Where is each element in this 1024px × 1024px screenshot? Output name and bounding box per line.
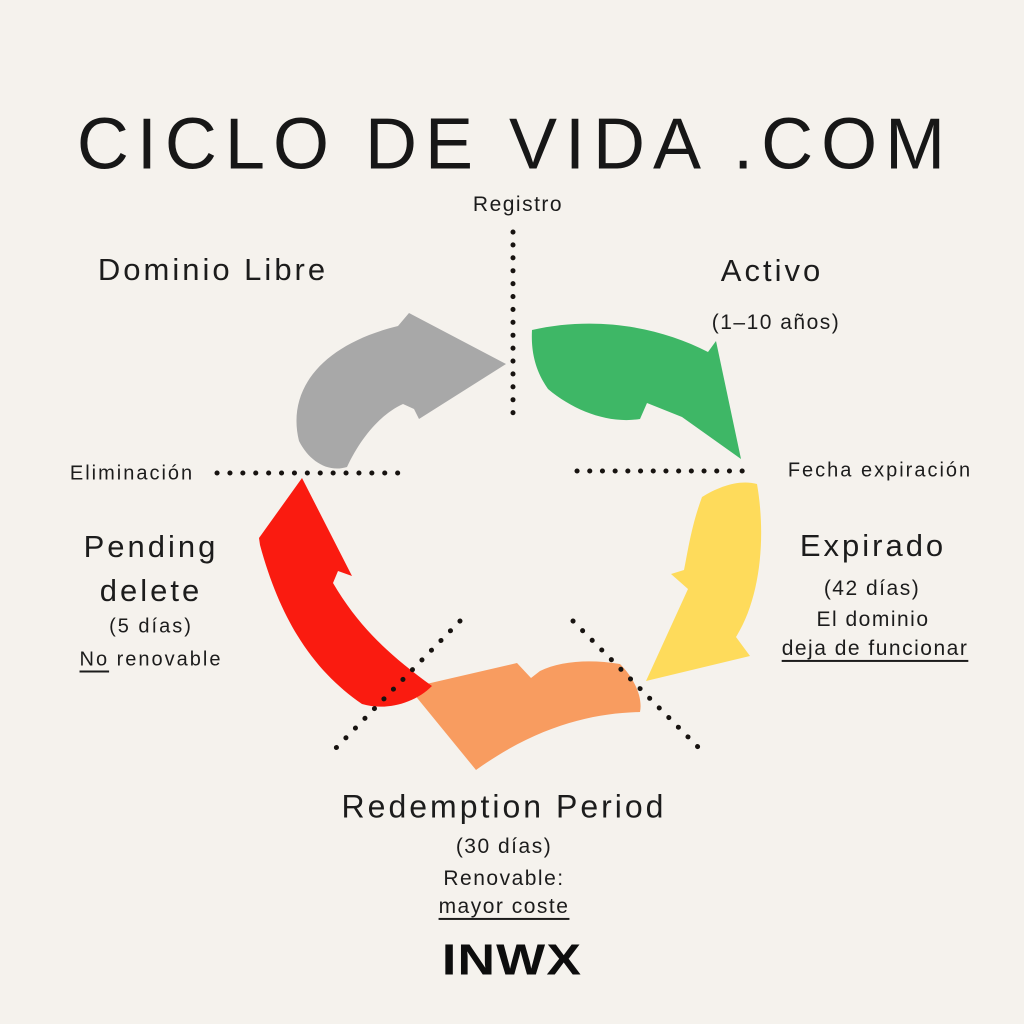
stage-label-registro: Registro [472,192,564,216]
expirado-duration: (42 días) [823,576,921,600]
arrow-expirado-icon [646,482,762,681]
expirado-note-line1: El dominio [816,607,930,631]
arrow-redemption-icon [409,661,641,770]
arrow-activo-icon [531,323,741,459]
stage-label-fecha-expiracion: Fecha expiración [787,459,973,482]
pending-duration: (5 días) [109,615,193,638]
redemption-note-line1: Renovable: [443,866,565,890]
activo-duration: (1–10 años) [711,310,841,334]
arrow-pending-delete-icon [259,478,432,707]
pending-note-rest: renovable [109,648,223,671]
dotted-line-bottom-left [331,618,463,753]
stage-label-eliminacion: Eliminación [69,462,195,485]
redemption-duration: (30 días) [455,834,553,858]
pending-note: No renovable [80,649,223,672]
page-title: CICLO DE VIDA .COM [76,104,954,185]
dotted-line-bottom-right [570,618,703,752]
stage-label-pending-line2: delete [99,573,203,609]
stage-label-redemption-period: Redemption Period [341,788,667,825]
expirado-note-line2: deja de funcionar [781,636,969,660]
stage-label-expirado: Expirado [799,528,947,564]
inwx-logo: INWX [441,935,583,985]
stage-label-pending-line1: Pending [83,529,219,565]
redemption-note-line2: mayor coste [438,894,570,918]
pending-note-underlined: No [79,648,110,671]
stage-label-dominio-libre: Dominio Libre [97,252,329,288]
arrow-dominio-libre-icon [296,313,506,469]
stage-label-activo: Activo [720,253,824,289]
